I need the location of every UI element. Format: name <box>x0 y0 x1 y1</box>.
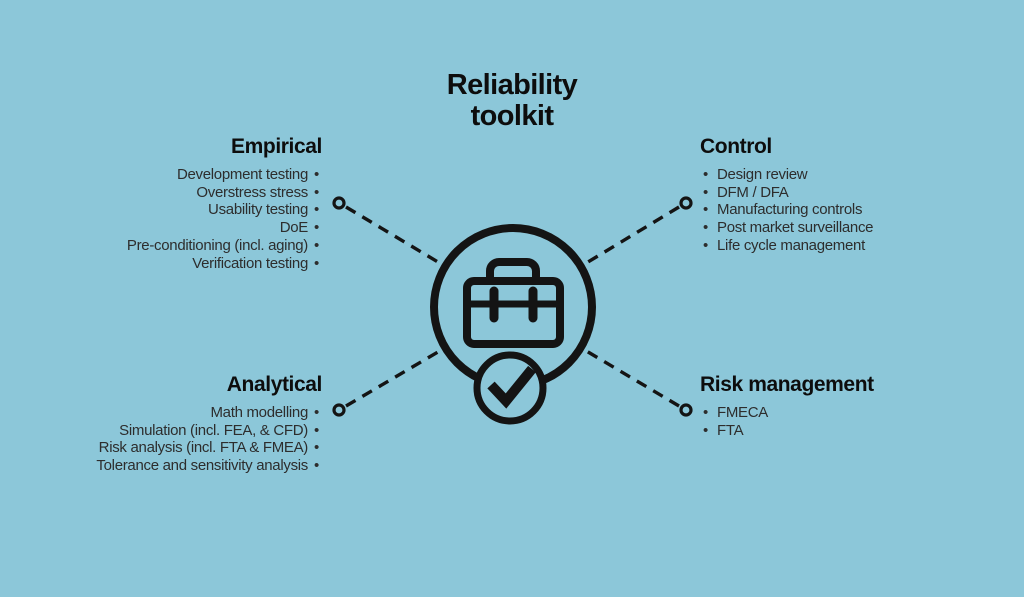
section-analytical: Analytical Math modelling • Simulation (… <box>0 372 322 475</box>
section-title-risk-management: Risk management <box>700 373 874 396</box>
empirical-item-list: Development testing • Overstress stress … <box>0 166 322 272</box>
section-title-control: Control <box>700 135 772 158</box>
list-item: • Design review <box>700 166 1024 184</box>
item-label: Development testing <box>176 166 308 183</box>
bullet-icon: • <box>703 404 708 421</box>
item-label: DoE <box>279 219 309 237</box>
list-item: Simulation (incl. FEA, & CFD) • <box>0 422 322 440</box>
bullet-icon: • <box>314 254 319 272</box>
list-item: • FTA <box>700 422 1024 440</box>
bullet-icon: • <box>314 183 319 201</box>
section-title-empirical: Empirical <box>231 135 322 158</box>
toolbox-icon <box>463 258 564 348</box>
list-item: Tolerance and sensitivity analysis • <box>0 457 322 475</box>
item-label: Design review <box>717 166 808 183</box>
bullet-icon: • <box>703 166 708 183</box>
bullet-icon: • <box>314 457 319 475</box>
bullet-icon: • <box>314 219 319 237</box>
item-label: DFM / DFA <box>717 183 789 201</box>
list-item: DoE • <box>0 219 322 237</box>
checkmark-icon <box>473 351 547 425</box>
item-label: Risk analysis (incl. FTA & FMEA) <box>98 439 309 457</box>
item-label: Verification testing <box>192 254 308 272</box>
connector-ring-empirical <box>332 196 346 210</box>
item-label: Pre-conditioning (incl. aging) <box>126 236 308 254</box>
list-item: Overstress stress • <box>0 184 322 202</box>
toolkit-circle <box>430 224 596 390</box>
item-label: Overstress stress <box>196 183 308 201</box>
connector-line-empirical <box>345 205 444 267</box>
list-item: • Post market surveillance <box>700 219 1024 237</box>
list-item: Usability testing • <box>0 201 322 219</box>
bullet-icon: • <box>314 404 319 421</box>
list-item: • Manufacturing controls <box>700 201 1024 219</box>
list-item: Risk analysis (incl. FTA & FMEA) • <box>0 439 322 457</box>
list-item: Verification testing • <box>0 255 322 273</box>
bullet-icon: • <box>314 236 319 254</box>
connector-line-control <box>582 205 680 267</box>
item-label: FMECA <box>717 404 769 421</box>
item-label: FTA <box>717 421 744 439</box>
bullet-icon: • <box>314 166 319 183</box>
connector-ring-control <box>679 196 693 210</box>
bullet-icon: • <box>703 219 708 237</box>
list-item: • Life cycle management <box>700 237 1024 255</box>
list-item: Math modelling • <box>0 404 322 422</box>
analytical-item-list: Math modelling • Simulation (incl. FEA, … <box>0 404 322 475</box>
item-label: Post market surveillance <box>717 219 874 237</box>
section-empirical: Empirical Development testing • Overstre… <box>0 134 323 272</box>
page-title: Reliability toolkit <box>362 70 662 132</box>
item-label: Manufacturing controls <box>717 201 863 219</box>
title-line-1: Reliability <box>446 69 578 101</box>
section-risk-management: Risk management • FMECA • FTA <box>700 372 1024 439</box>
item-label: Simulation (incl. FEA, & CFD) <box>119 421 308 439</box>
connector-line-analytical <box>345 347 444 408</box>
section-title-analytical: Analytical <box>226 373 323 396</box>
connector-line-risk-management <box>582 347 680 408</box>
connector-ring-risk-management <box>679 403 693 417</box>
bullet-icon: • <box>703 421 708 439</box>
list-item: • DFM / DFA <box>700 184 1024 202</box>
risk-management-item-list: • FMECA • FTA <box>700 404 1024 439</box>
list-item: Development testing • <box>0 166 322 184</box>
bullet-icon: • <box>314 201 319 219</box>
item-label: Usability testing <box>208 201 308 219</box>
list-item: • FMECA <box>700 404 1024 422</box>
title-line-2: toolkit <box>470 100 554 132</box>
bullet-icon: • <box>314 439 319 457</box>
list-item: Pre-conditioning (incl. aging) • <box>0 237 322 255</box>
section-control: Control • Design review • DFM / DFA • Ma… <box>700 134 1024 255</box>
item-label: Tolerance and sensitivity analysis <box>96 457 308 475</box>
bullet-icon: • <box>703 201 708 219</box>
bullet-icon: • <box>314 421 319 439</box>
item-label: Life cycle management <box>717 236 865 254</box>
bullet-icon: • <box>703 236 708 254</box>
bullet-icon: • <box>703 183 708 201</box>
item-label: Math modelling <box>210 404 308 421</box>
control-item-list: • Design review • DFM / DFA • Manufactur… <box>700 166 1024 255</box>
connector-ring-analytical <box>332 403 346 417</box>
